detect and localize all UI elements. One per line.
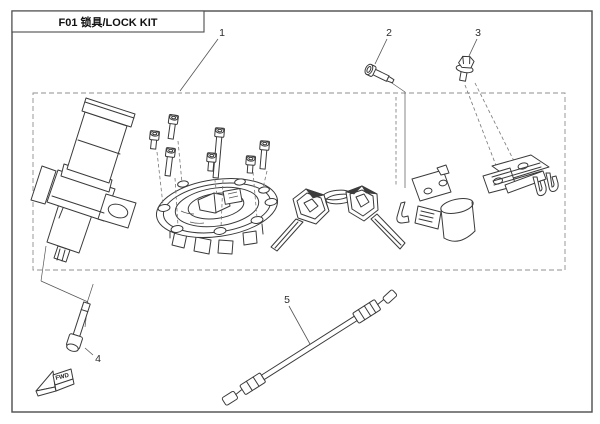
seat-latch-bracket xyxy=(464,82,559,197)
key-pair-with-ring xyxy=(270,185,406,252)
callout-5: 5 xyxy=(284,294,311,345)
lock-kit-boundary-box xyxy=(32,92,566,271)
socket-screw-icon xyxy=(245,155,257,174)
callout-1-label: 1 xyxy=(219,27,225,39)
page-title: F01 锁具/LOCK KIT xyxy=(58,15,157,29)
callout-5-label: 5 xyxy=(284,294,290,306)
ignition-steering-lock xyxy=(30,97,137,328)
fwd-direction-arrow: FWD xyxy=(35,368,75,397)
pan-head-screw xyxy=(364,63,395,84)
title-block: F01 锁具/LOCK KIT xyxy=(11,10,205,33)
callout-4: 4 xyxy=(84,347,101,365)
socket-screw-icon xyxy=(167,114,179,140)
callout-2: 2 xyxy=(374,27,392,65)
callout-1: 1 xyxy=(179,27,225,92)
callout-2-label: 2 xyxy=(386,27,392,39)
fuel-cap-screws xyxy=(149,114,270,229)
socket-screw-icon xyxy=(212,127,225,179)
fwd-label: FWD xyxy=(55,373,70,382)
socket-cap-screw xyxy=(66,283,94,352)
hex-flange-bolt xyxy=(455,55,475,82)
seat-lock-cable xyxy=(221,289,398,406)
callout-4-label: 4 xyxy=(95,353,101,365)
socket-screw-icon xyxy=(164,147,176,177)
callout-3-label: 3 xyxy=(475,27,481,39)
callout-3: 3 xyxy=(468,27,481,57)
helmet-lock-clamp-bracket xyxy=(388,80,476,242)
socket-screw-icon xyxy=(149,130,160,150)
socket-screw-icon xyxy=(206,152,217,172)
socket-screw-icon xyxy=(259,140,270,170)
